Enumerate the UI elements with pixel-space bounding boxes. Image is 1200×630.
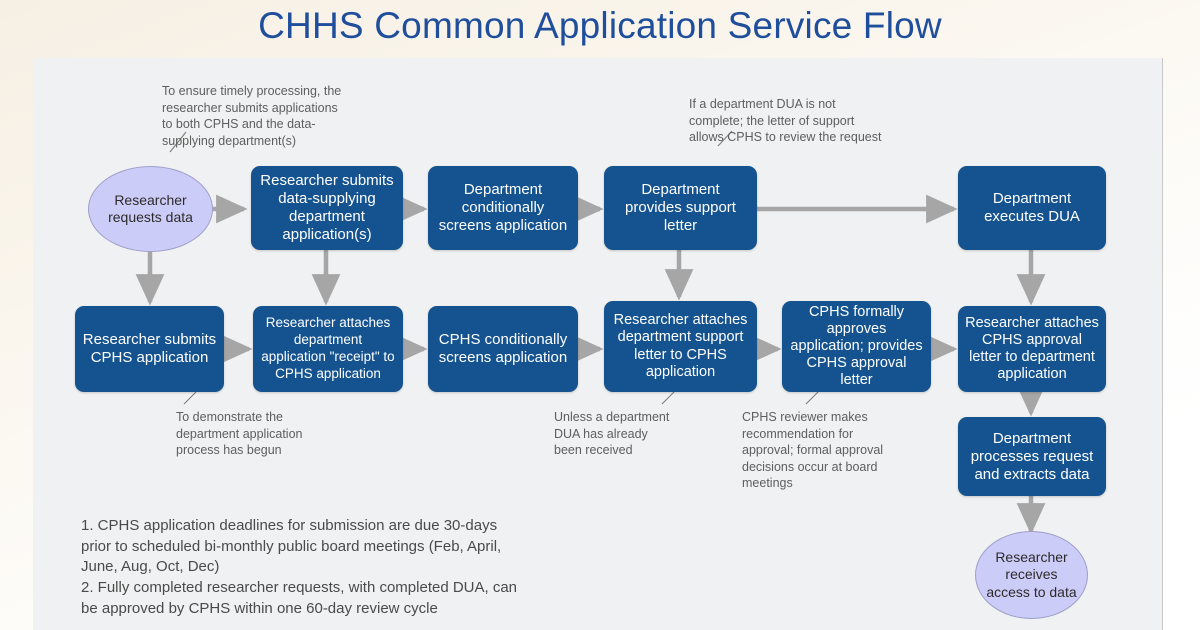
- page-title: CHHS Common Application Service Flow: [258, 5, 942, 46]
- note-timely-processing: To ensure timely processing, the researc…: [162, 84, 342, 148]
- node-label: Department executes DUA: [984, 190, 1080, 225]
- node-attach-department-support-letter[interactable]: Researcher attaches department support l…: [604, 301, 757, 392]
- node-label: Researcher attaches department support l…: [613, 312, 748, 380]
- node-label: Researcher submits data-supplying depart…: [260, 172, 394, 243]
- node-label: Researcher attaches CPHS approval letter…: [965, 314, 1099, 383]
- note-cphs-reviewer-recommendation: CPHS reviewer makes recommendation for a…: [742, 410, 884, 490]
- note-dua-not-complete: If a department DUA is not complete; the…: [689, 97, 882, 144]
- node-researcher-requests-data[interactable]: Researcher requests data: [88, 166, 213, 252]
- node-label: Researcher requests data: [108, 191, 193, 226]
- node-submit-cphs-application[interactable]: Researcher submits CPHS application: [75, 306, 224, 392]
- node-label: Department provides support letter: [625, 181, 736, 234]
- node-label: Researcher attaches department applicati…: [261, 315, 395, 381]
- node-cphs-screens-application[interactable]: CPHS conditionally screens application: [428, 306, 578, 392]
- node-cphs-formally-approves[interactable]: CPHS formally approves application; prov…: [782, 301, 931, 392]
- node-attach-application-receipt[interactable]: Researcher attaches department applicati…: [253, 306, 403, 392]
- node-label: CPHS formally approves application; prov…: [790, 303, 923, 389]
- node-submit-department-application[interactable]: Researcher submits data-supplying depart…: [251, 166, 403, 250]
- node-label: Researcher submits CPHS application: [82, 331, 217, 366]
- footnote-two: 2. Fully completed researcher requests, …: [81, 579, 518, 617]
- node-department-executes-dua[interactable]: Department executes DUA: [958, 166, 1106, 250]
- node-label: Department processes request and extract…: [970, 429, 1094, 483]
- node-label: Department conditionally screens applica…: [438, 181, 568, 234]
- note-demonstrate-process: To demonstrate the department applicatio…: [176, 410, 303, 457]
- node-label: Researcher receives access to data: [986, 548, 1077, 600]
- node-department-provides-support-letter[interactable]: Department provides support letter: [604, 166, 757, 250]
- note-unless-dua-received: Unless a department DUA has already been…: [554, 410, 670, 457]
- footnote-one: 1. CPHS application deadlines for submis…: [81, 517, 502, 576]
- node-label: CPHS conditionally screens application: [438, 331, 568, 366]
- node-department-processes-request[interactable]: Department processes request and extract…: [958, 417, 1106, 496]
- node-attach-cphs-approval-letter[interactable]: Researcher attaches CPHS approval letter…: [958, 306, 1106, 392]
- node-researcher-receives-access[interactable]: Researcher receives access to data: [975, 531, 1088, 619]
- node-department-screens-application[interactable]: Department conditionally screens applica…: [428, 166, 578, 250]
